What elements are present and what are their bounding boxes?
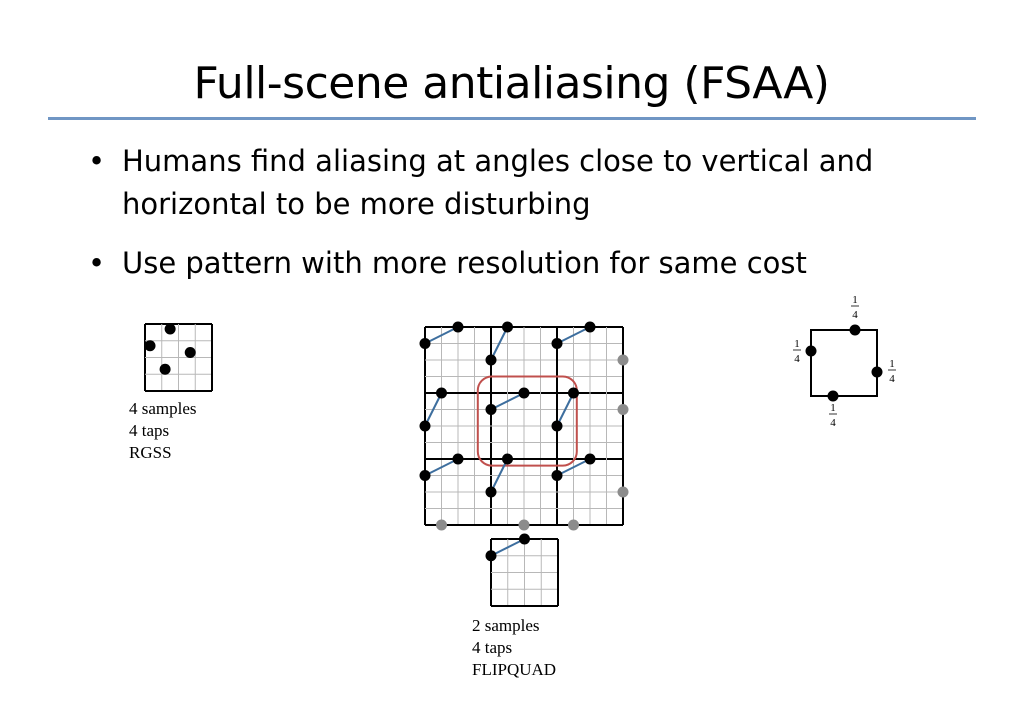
sample-point [568, 387, 579, 399]
sample-point [159, 363, 171, 375]
sample-point [485, 550, 497, 562]
sample-point-left [805, 345, 817, 357]
bullet-list: • Humans find aliasing at angles close t… [88, 140, 968, 301]
sample-point-inactive [617, 404, 629, 415]
caption-line: 2 samples [472, 616, 540, 635]
sample-point [164, 323, 176, 335]
flipquad-tiling [419, 321, 629, 531]
sample-point [419, 338, 431, 349]
sample-point-bottom [827, 390, 839, 402]
sample-point [519, 533, 530, 545]
sample-connector [556, 326, 591, 345]
weight-top-numerator: 1 [852, 294, 858, 306]
caption-line: 4 samples [129, 399, 197, 418]
rgss-pattern [144, 323, 213, 392]
weight-left-numerator: 1 [794, 338, 800, 350]
weight-label-bottom: 1 4 [829, 402, 837, 429]
sample-point [551, 420, 563, 432]
sample-point [436, 387, 447, 399]
sample-connector [490, 538, 525, 557]
flipquad-single-cell [485, 533, 559, 607]
weight-right-numerator: 1 [889, 358, 895, 370]
sample-point [485, 404, 497, 415]
sample-connector [556, 392, 575, 427]
sample-point-inactive [568, 519, 579, 531]
bullet-text: Humans find aliasing at angles close to … [122, 144, 874, 221]
bullet-text: Use pattern with more resolution for sam… [122, 246, 807, 280]
flipquad-caption: 2 samples 4 taps FLIPQUAD [472, 615, 556, 681]
weight-left-denominator: 4 [794, 353, 800, 365]
highlight-box [476, 375, 578, 467]
sample-point-top [849, 324, 861, 336]
sample-connector [424, 326, 459, 345]
sample-point [584, 453, 596, 465]
title-underline [48, 117, 976, 120]
caption-line: FLIPQUAD [472, 660, 557, 679]
sample-point [502, 321, 513, 333]
rgss-caption: 4 samples 4 taps RGSS [129, 398, 197, 464]
sample-point-inactive [617, 354, 629, 366]
sample-point [144, 340, 156, 352]
sample-connector [556, 458, 591, 477]
sample-point-right [871, 366, 883, 378]
caption-line: 4 taps [129, 421, 170, 440]
sample-point [551, 338, 563, 349]
weight-bottom-numerator: 1 [830, 402, 836, 414]
bullet-item: • Use pattern with more resolution for s… [88, 242, 968, 285]
filter-weights-diagram: 1 4 1 4 1 4 1 4 [793, 294, 896, 429]
sample-point [452, 453, 464, 465]
weight-right-denominator: 4 [889, 373, 895, 385]
bullet-glyph: • [88, 144, 106, 178]
bullet-glyph: • [88, 246, 106, 280]
sample-point [419, 420, 431, 432]
sample-point-inactive [518, 519, 530, 531]
weights-square [810, 329, 878, 397]
sample-point [518, 387, 530, 399]
sample-connector [424, 392, 443, 427]
weight-top-denominator: 4 [852, 309, 858, 321]
sample-point [485, 354, 497, 366]
sample-point [502, 453, 513, 465]
bullet-item: • Humans find aliasing at angles close t… [88, 140, 968, 226]
sample-connector [490, 326, 509, 361]
weight-label-top: 1 4 [851, 294, 859, 321]
sample-point [419, 470, 431, 481]
caption-line: 4 taps [472, 638, 513, 657]
weight-label-left: 1 4 [793, 338, 801, 365]
sample-connector [490, 458, 509, 493]
sample-point-inactive [436, 519, 447, 531]
sample-point [452, 321, 464, 333]
sample-point [184, 346, 196, 358]
sample-point [485, 486, 497, 498]
caption-line: RGSS [129, 443, 172, 462]
slide-title: Full-scene antialiasing (FSAA) [193, 58, 830, 109]
sample-connector [490, 392, 525, 411]
sample-point [584, 321, 596, 333]
sample-connector [424, 458, 459, 477]
weight-bottom-denominator: 4 [830, 417, 836, 429]
weight-label-right: 1 4 [888, 358, 896, 385]
sample-point-inactive [617, 486, 629, 498]
sample-point [551, 470, 563, 481]
